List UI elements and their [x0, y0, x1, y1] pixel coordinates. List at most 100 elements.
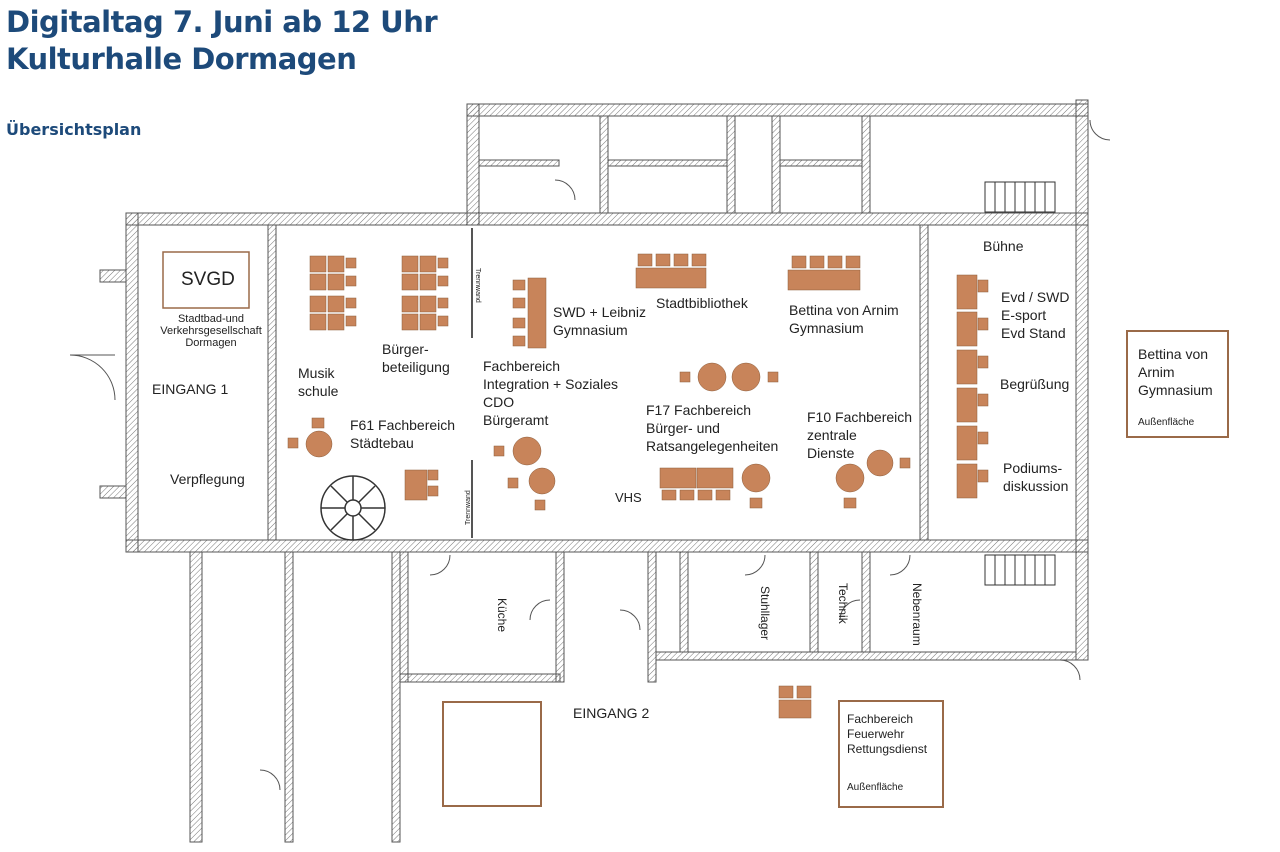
chair: [637, 253, 653, 267]
chair: [437, 257, 449, 269]
furniture-layer: [287, 253, 989, 719]
chair: [493, 445, 505, 457]
plan-subtitle: Übersichtsplan: [6, 120, 142, 139]
evd-label: Evd / SWD E-sport Evd Stand: [1001, 288, 1069, 342]
feuerwehr-line-3: Rettungsdienst: [847, 742, 928, 756]
chair: [679, 371, 691, 383]
stage-table: [956, 274, 978, 310]
table: [787, 269, 861, 291]
round-table: [528, 467, 556, 495]
stage-table: [956, 387, 978, 423]
chair: [512, 279, 526, 291]
chair: [977, 355, 989, 369]
chair: [507, 477, 519, 489]
bettina-aussen-label: Außenfläche: [1138, 417, 1195, 428]
buergerbeteiligung-label: Bürger- beteiligung: [382, 340, 450, 376]
feuerwehr-aussen-label: Außenfläche: [847, 782, 904, 793]
table: [778, 699, 812, 719]
chair: [661, 489, 677, 501]
chair: [977, 317, 989, 331]
chair: [977, 469, 989, 483]
title-line-1: Digitaltag 7. Juni ab 12 Uhr: [6, 5, 438, 39]
walls: [99, 99, 1089, 843]
round-table: [305, 430, 333, 458]
spiral-staircase: [320, 475, 386, 541]
feuerwehr-line-1: Fachbereich: [847, 712, 914, 726]
f61-line-1: F61 Fachbereich: [350, 417, 456, 433]
chair: [843, 497, 857, 509]
stuhllager-label: Stuhllager: [758, 586, 772, 641]
evd-line-1: Evd / SWD: [1001, 289, 1070, 305]
table: [401, 255, 419, 273]
chair: [345, 257, 357, 269]
svgd-booth: [162, 251, 250, 309]
chair: [345, 315, 357, 327]
svgd-label: SVGD: [181, 269, 235, 290]
table: [309, 273, 327, 291]
integration-line-3: CDO: [483, 394, 515, 410]
table: [696, 467, 734, 489]
nebenraum-label: Nebenraum: [910, 583, 924, 646]
round-table: [866, 449, 894, 477]
chair: [512, 297, 526, 309]
chair: [655, 253, 671, 267]
musik-line-2: schule: [298, 383, 339, 399]
swd-line-1: SWD + Leibniz: [553, 304, 646, 320]
table: [796, 685, 812, 699]
f61-label: F61 Fachbereich Städtebau: [350, 416, 455, 452]
chair: [437, 315, 449, 327]
begruessung-label: Begrüßung: [1000, 376, 1070, 392]
f10-line-2: zentrale: [807, 427, 857, 443]
table: [327, 273, 345, 291]
table: [778, 685, 794, 699]
stage-table: [956, 349, 978, 385]
f10-line-1: F10 Fachbereich: [807, 409, 913, 425]
bettina-outdoor-box: [1126, 330, 1229, 438]
stage-table: [956, 463, 978, 499]
trennwand-top-label: Trennwand: [474, 268, 481, 303]
staircase-bottom: [984, 554, 1056, 586]
chair: [767, 371, 779, 383]
integration-line-2: Integration + Soziales: [483, 376, 619, 392]
staircase-top: [984, 181, 1056, 213]
chair: [899, 457, 911, 469]
f10-line-3: Dienste: [807, 445, 855, 461]
stage-table: [956, 311, 978, 347]
table: [404, 469, 428, 501]
round-table: [741, 463, 771, 493]
f10-label: F10 Fachbereich zentrale Dienste: [807, 408, 912, 462]
vhs-label: VHS: [615, 490, 642, 505]
technik-label: Technik: [836, 583, 850, 624]
chair: [512, 335, 526, 347]
eingang2-label: EINGANG 2: [573, 705, 650, 721]
table: [401, 295, 419, 313]
chair: [437, 275, 449, 287]
chair: [977, 279, 989, 293]
chair: [791, 255, 807, 269]
table: [309, 313, 327, 331]
chair: [345, 275, 357, 287]
bettina-out-line-3: Gymnasium: [1138, 382, 1213, 398]
table: [527, 277, 547, 349]
f17-line-3: Ratsangelegenheiten: [646, 438, 779, 454]
swd-label: SWD + Leibniz Gymnasium: [553, 303, 646, 339]
doors: [69, 119, 1111, 791]
buehne-label: Bühne: [983, 238, 1024, 254]
musik-line-1: Musik: [298, 365, 335, 381]
chair: [679, 489, 695, 501]
buerger-line-2: beteiligung: [382, 359, 450, 375]
chair: [512, 317, 526, 329]
outdoor-square-area: [442, 701, 542, 807]
table: [659, 467, 697, 489]
table: [327, 255, 345, 273]
round-table: [697, 362, 727, 392]
table: [401, 313, 419, 331]
table: [327, 295, 345, 313]
f17-label: F17 Fachbereich Bürger- und Ratsangelege…: [646, 401, 778, 455]
table: [635, 267, 707, 289]
verpflegung-label: Verpflegung: [170, 471, 245, 487]
bettina-out-line-1: Bettina von: [1138, 346, 1209, 362]
table: [419, 295, 437, 313]
integration-line-4: Bürgeramt: [483, 412, 549, 428]
